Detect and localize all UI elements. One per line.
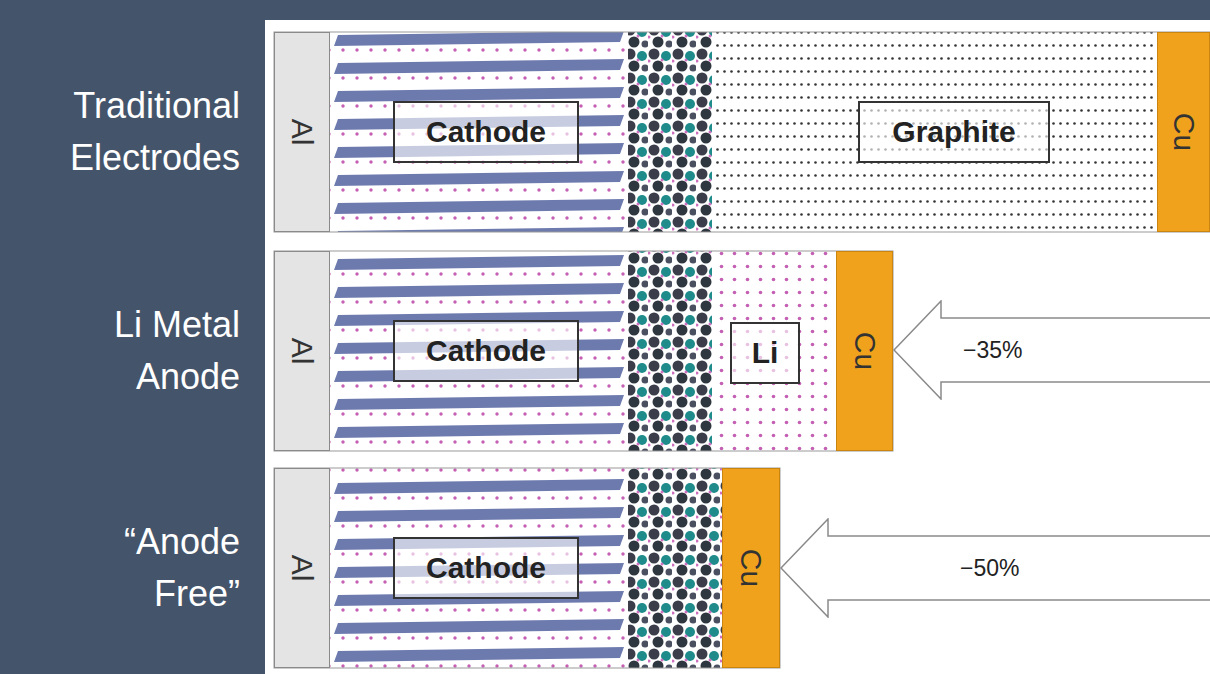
arrow-outline	[893, 300, 1210, 400]
reduction-arrow: −35%	[893, 300, 1210, 400]
layer-name: Cu	[734, 549, 768, 587]
layer-label-box: Cathode	[393, 101, 579, 163]
layer-name: Li	[752, 336, 779, 370]
layer-name: Cu	[848, 332, 882, 370]
current-collector: Al	[274, 32, 330, 232]
current-collector: Cu	[1157, 32, 1210, 232]
current-collector: Al	[274, 468, 330, 668]
layer-label-box: Li	[730, 322, 800, 384]
layer-name: Al	[285, 338, 319, 365]
layer-name: Cathode	[426, 115, 546, 149]
current-collector: Cu	[722, 468, 780, 668]
layer-name: Al	[285, 555, 319, 582]
current-collector: Cu	[836, 251, 893, 451]
layer-label-box: Graphite	[858, 101, 1050, 163]
row-heading: “Anode Free”	[50, 516, 240, 620]
layer-name: Al	[285, 119, 319, 146]
arrow-shape	[894, 301, 1210, 399]
row-heading: Li Metal Anode	[50, 299, 240, 403]
current-collector: Al	[274, 251, 330, 451]
percent-label: −35%	[963, 337, 1022, 364]
arrow-shape	[781, 519, 1210, 617]
row-heading: Traditional Electrodes	[50, 80, 240, 184]
layer-name: Graphite	[892, 115, 1015, 149]
layer-name: Cu	[1167, 113, 1201, 151]
reduction-arrow: −50%	[780, 518, 1210, 618]
layer-label-box: Cathode	[393, 320, 579, 382]
layer-label-box: Cathode	[393, 537, 579, 599]
layer-name: Cathode	[426, 334, 546, 368]
percent-label: −50%	[960, 555, 1019, 582]
layer-name: Cathode	[426, 551, 546, 585]
